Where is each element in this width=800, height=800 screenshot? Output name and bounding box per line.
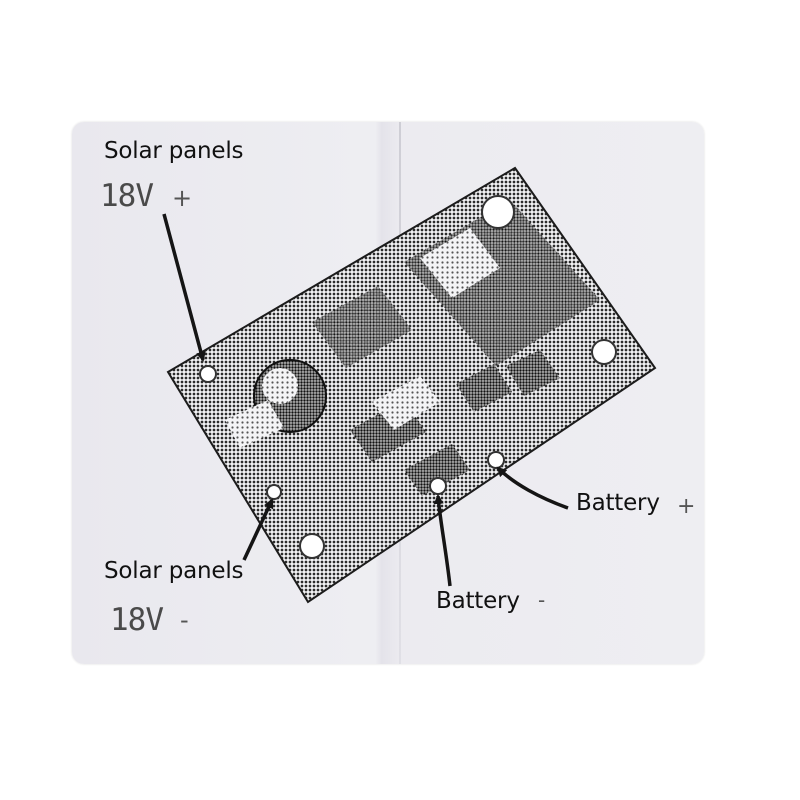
mounting-hole-right <box>591 339 617 365</box>
pad-battery-negative <box>429 477 447 495</box>
arrow-solar-positive <box>162 213 206 362</box>
arrow-solar-negative <box>242 498 274 561</box>
solar-positive-voltage: 18V <box>100 178 154 214</box>
pad-solar-positive <box>199 365 217 383</box>
transistor <box>456 364 512 412</box>
heatsink-highlight <box>420 228 500 298</box>
solar-negative-sign: - <box>180 606 189 634</box>
ic-chip-2 <box>404 444 470 496</box>
solar-negative-voltage: 18V <box>110 602 164 638</box>
arrow-battery-negative <box>433 494 452 587</box>
component-pad <box>372 376 440 430</box>
solar-panels-positive-label: Solar panels <box>104 138 244 164</box>
solar-panels-negative-label: Solar panels <box>104 558 244 584</box>
battery-positive-sign: + <box>677 494 696 519</box>
mounting-hole-top <box>481 195 515 229</box>
component-small <box>506 350 560 396</box>
pcb-board <box>166 166 657 604</box>
arrow-battery-positive <box>496 466 569 510</box>
battery-negative-sign: - <box>538 588 546 612</box>
battery-negative-label: Battery <box>436 588 520 614</box>
battery-positive-label: Battery <box>576 490 660 516</box>
pad-battery-positive <box>487 451 505 469</box>
solar-positive-sign: + <box>172 184 193 212</box>
inductor <box>312 286 412 368</box>
mounting-hole-bottom <box>299 533 325 559</box>
resistor-array <box>225 400 284 448</box>
capacitor-top <box>262 368 298 404</box>
pad-solar-negative <box>266 484 282 500</box>
